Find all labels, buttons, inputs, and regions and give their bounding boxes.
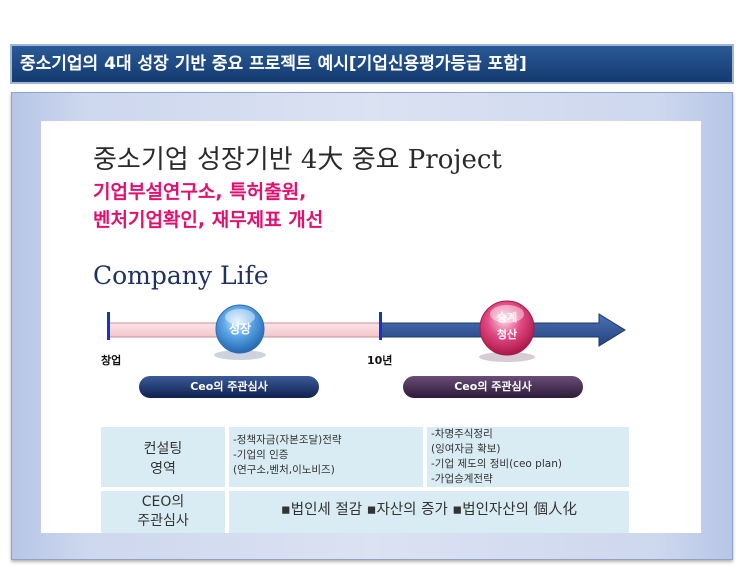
- succession-orb: [479, 300, 535, 356]
- growth-orb: [215, 304, 265, 354]
- list-item: (연구소,벤처,이노비즈): [233, 464, 335, 476]
- ceo-interest-box-succession: Ceo의 주관심사: [403, 376, 583, 398]
- page-title-bar: 중소기업의 4대 성장 기반 중요 프로젝트 예시[기업신용평가등급 포함]: [10, 44, 734, 84]
- start-marker: [107, 312, 110, 340]
- list-item: -가업승계전략: [431, 473, 493, 485]
- page-title: 중소기업의 4대 성장 기반 중요 프로젝트 예시[기업신용평가등급 포함]: [20, 54, 527, 74]
- consulting-area-growth: -정책자금(자본조달)전략 -기업의 인증 (연구소,벤처,이노비즈): [229, 427, 423, 487]
- slide-main-title: 중소기업 성장기반 4大 중요 Project: [93, 145, 502, 175]
- list-item: -차명주식정리: [431, 428, 493, 440]
- ten-year-label: 10년: [367, 354, 393, 367]
- company-life-diagram: 성장 승계 청산: [107, 300, 626, 362]
- section-title: Company Life: [93, 261, 269, 290]
- ceo-interest-value: ▪법인세 절감 ▪자산의 증가 ▪법인자산의 個人化: [229, 491, 629, 533]
- slide-subtitle-line-1: 기업부설연구소, 특허출원,: [93, 181, 307, 203]
- ceo-interest-header: CEO의 주관심사: [101, 491, 225, 533]
- consulting-area-header-line-1: 컨설팅: [143, 441, 183, 457]
- consulting-area-succession: -차명주식정리 (잉여자금 확보) -기업 제도의 정비(ceo plan) -…: [427, 427, 629, 487]
- consulting-area-header: 컨설팅 영역: [101, 427, 225, 487]
- list-item: -기업 제도의 정비(ceo plan): [431, 458, 562, 470]
- ten-year-marker: [379, 312, 382, 340]
- ceo-interest-header-line-1: CEO의: [141, 494, 185, 510]
- start-label: 창업: [101, 354, 122, 367]
- succession-stage-label: 승계: [497, 310, 517, 324]
- growth-stage-label: 성장: [229, 322, 251, 336]
- liquidation-stage-label: 청산: [497, 327, 517, 341]
- ceo-interest-header-line-2: 주관심사: [137, 513, 189, 529]
- slide-frame: 중소기업 성장기반 4大 중요 Project 기업부설연구소, 특허출원, 벤…: [11, 92, 733, 560]
- consulting-area-header-line-2: 영역: [150, 461, 176, 477]
- slide-subtitle-line-2: 벤처기업확인, 재무제표 개선: [93, 209, 324, 231]
- list-item: -정책자금(자본조달)전략: [233, 434, 342, 446]
- list-item: (잉여자금 확보): [431, 443, 501, 455]
- list-item: -기업의 인증: [233, 449, 289, 461]
- slide-canvas: 중소기업 성장기반 4大 중요 Project 기업부설연구소, 특허출원, 벤…: [41, 121, 701, 533]
- ceo-interest-box-growth: Ceo의 주관심사: [139, 376, 319, 398]
